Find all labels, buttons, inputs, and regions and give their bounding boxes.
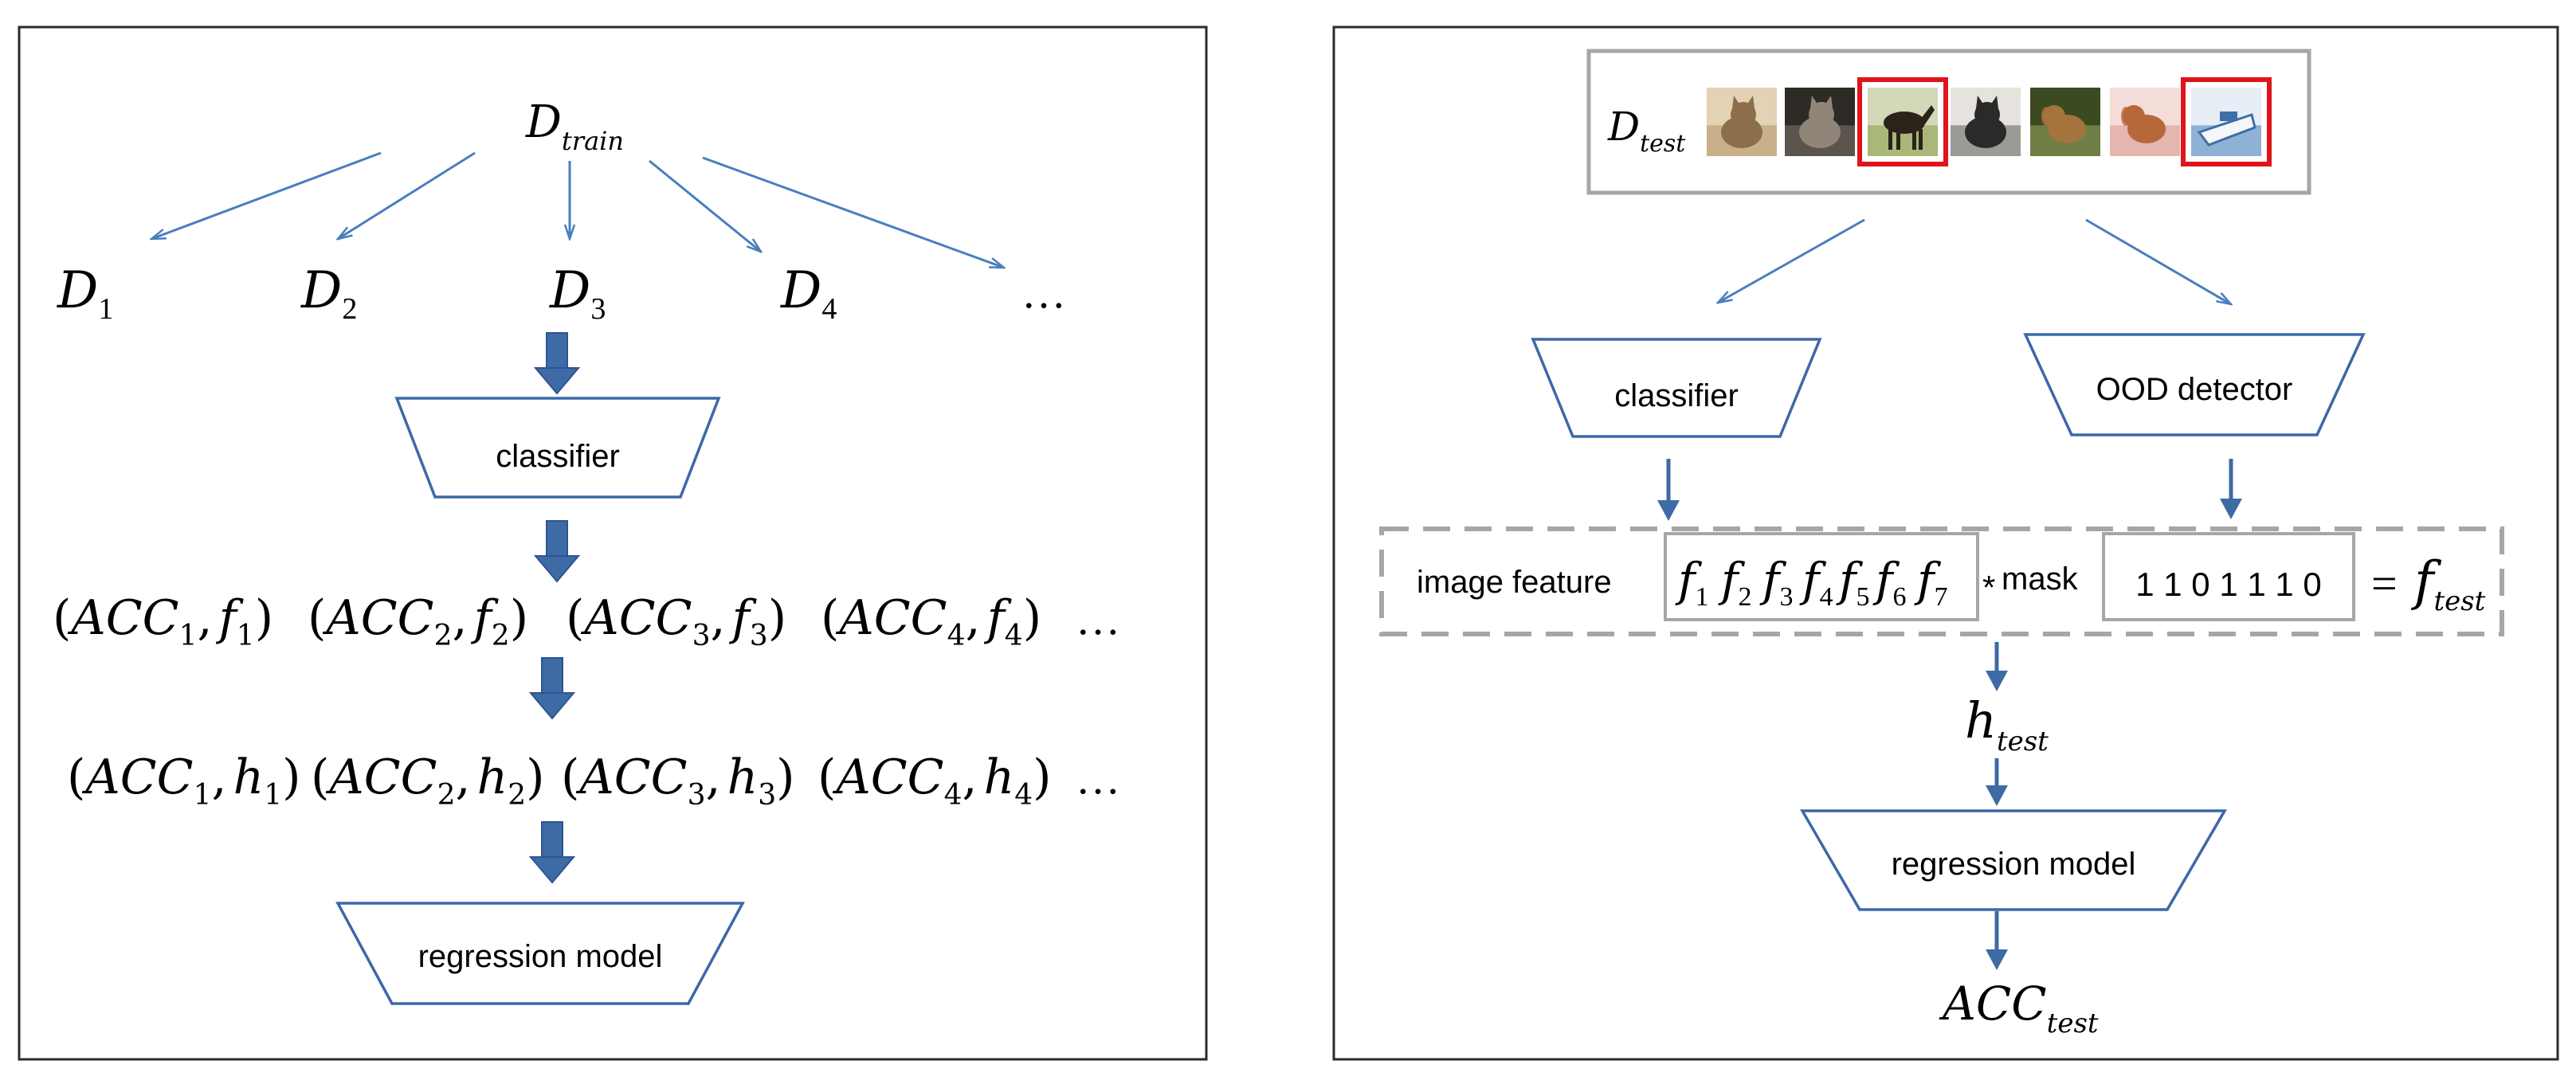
split-d3: D3 [549,261,606,326]
ood-detector-shape [2023,333,2366,436]
acc-h-pair-more: … [1076,754,1120,804]
block-arrow-3 [528,657,576,720]
to-regression-arrow [1986,758,2008,806]
to-classifier-arrow [1718,218,1865,303]
times-symbol: * [1982,569,1995,606]
cat-photo-icon [1951,88,2021,156]
horse-photo-icon [1868,88,1938,156]
d-test-label: Dtest [1607,104,1686,158]
split-d1: D1 [57,261,113,326]
to-acc-test-arrow [1986,911,2008,970]
d-train-label: Dtrain [525,96,624,156]
acc-f-pairs-row: (ACC1,f1)(ACC2,f2)(ACC3,f3)(ACC4,f4)… [53,590,1120,652]
right-regression-shape [1799,809,2228,911]
mask-box [2102,532,2355,621]
acc-f-pair-more: … [1076,595,1120,644]
split-arrows [151,151,1004,269]
acc-f-pair-2: (ACC2,f2) [308,590,528,652]
acc-h-pair-2: (ACC2,h2) [311,750,545,812]
test-set-box [1586,49,2311,195]
image-feature-label: image feature [1417,565,1612,600]
test-thumbnails [1707,77,2272,166]
acc-h-pair-3: (ACC3,h3) [561,750,795,812]
h-test-label: htest [1965,691,2049,757]
feature-vector-box [1664,532,1979,621]
dog-photo-icon [2110,88,2180,156]
left-regression-label: regression model [418,939,663,974]
split-d2: D2 [300,261,357,326]
split-arrow-5 [702,156,1004,269]
split-arrow-1 [151,151,382,241]
cat-photo-icon [1785,88,1855,156]
classifier-down-arrow [1657,459,1680,521]
mask-label: mask [2002,562,2079,597]
left-classifier-label: classifier [496,439,620,474]
ood-down-arrow [2220,459,2242,519]
acc-h-pair-4: (ACC4,h4) [817,750,1052,812]
acc-f-pair-3: (ACC3,f3) [566,590,786,652]
block-arrow-4 [528,821,576,884]
block-arrow-1 [533,332,581,395]
acc-test-label: ACCtest [1939,977,2099,1039]
split-d4: D4 [780,261,837,326]
ood-highlight-frame [1857,77,1948,166]
to-ood-arrow [2085,218,2231,304]
split-arrow-4 [649,159,761,252]
ood-detector-label: OOD detector [2096,372,2293,407]
split-arrow-2 [338,151,476,239]
feature-dashed-box [1379,526,2504,636]
right-classifier-label: classifier [1614,378,1739,413]
cat-photo-icon [1707,88,1777,156]
left-panel: Dtrain D1 D2 D3 D4 … classifier (ACC1, [18,25,1208,1061]
mask-bits: 1 1 0 1 1 1 0 [2135,566,2322,603]
dog-photo-icon [2030,88,2100,156]
block-arrow-2 [533,520,581,583]
left-panel-frame [18,25,1208,1061]
ood-highlight-frame [2181,77,2272,166]
acc-h-pair-1: (ACC1,h1) [67,750,301,812]
split-more: … [1021,268,1066,318]
to-h-test-arrow [1986,642,2008,691]
right-classifier-shape [1531,338,1822,438]
right-panel: Dtest classifier OOD detector image feat… [1332,25,2559,1061]
left-regression-shape [335,902,745,1005]
acc-h-pairs-row: (ACC1,h1)(ACC2,h2) (ACC3,h3) (ACC4,h4) … [67,750,1120,812]
ship-photo-icon [2191,88,2261,156]
right-regression-label: regression model [1892,847,2136,882]
equals-sign: = [2371,558,2398,609]
left-classifier-shape [394,397,721,499]
